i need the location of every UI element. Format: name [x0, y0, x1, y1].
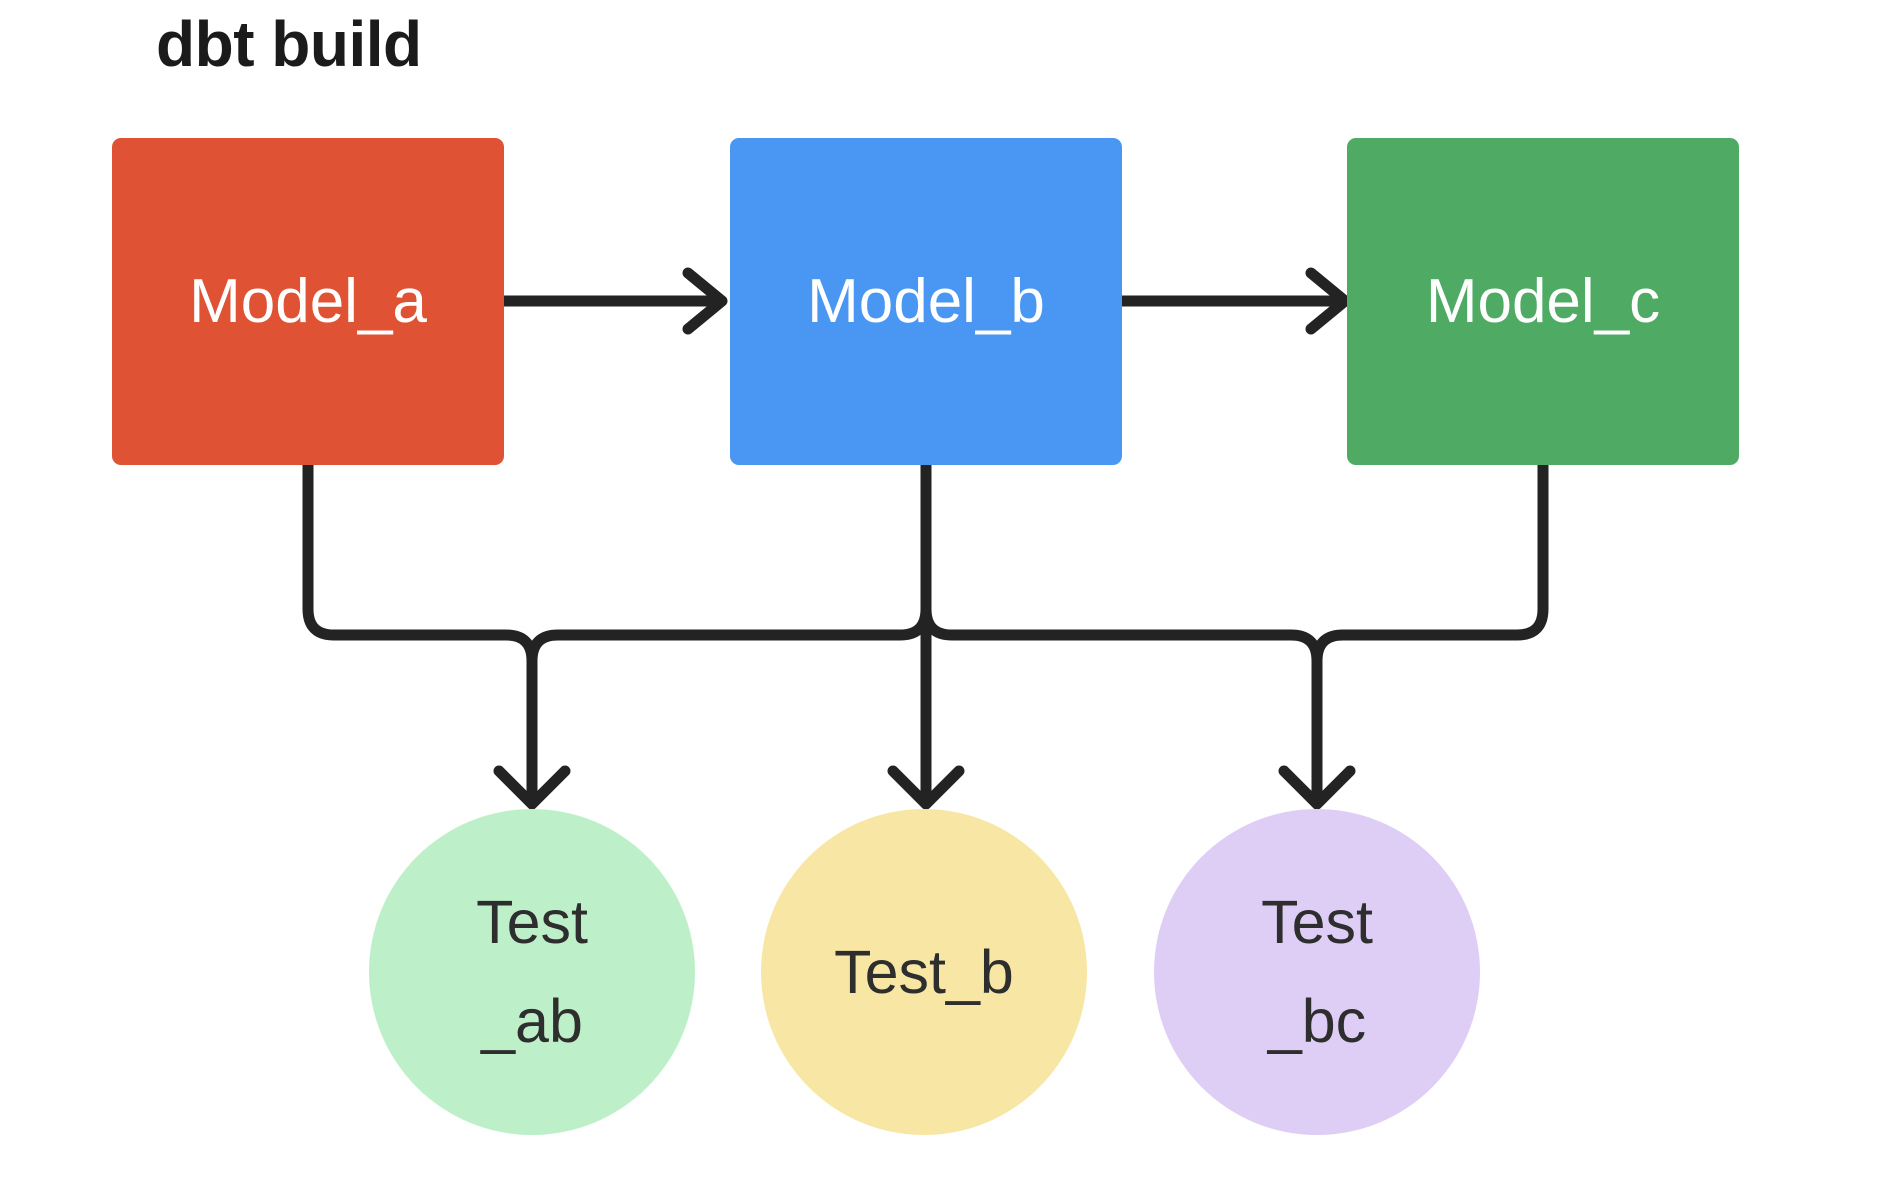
arrow-model-a-to-model-b-head	[682, 267, 728, 335]
diagram-title: dbt build	[156, 8, 422, 80]
node-model-a: Model_a	[112, 138, 504, 465]
connector-model-c-to-test-bc	[1311, 459, 1549, 807]
node-model-b: Model_b	[730, 138, 1122, 465]
connector-model-b-to-test-bc	[920, 459, 1323, 807]
node-test-ab-label-line2: _ab	[481, 987, 583, 1055]
node-test-b-label-line1: Test_b	[834, 937, 1014, 1006]
node-model-c: Model_c	[1347, 138, 1739, 465]
node-test-bc-label-line2: _bc	[1267, 987, 1367, 1055]
connector-model-b-to-test-ab	[526, 459, 932, 807]
arrowhead-test-bc	[1278, 765, 1356, 810]
node-model-a-label: Model_a	[189, 267, 427, 336]
arrow-model-b-to-model-c-head	[1305, 267, 1351, 335]
node-test-ab-label-line1: Test	[476, 888, 588, 956]
node-model-c-label: Model_c	[1425, 267, 1661, 336]
arrowhead-test-b	[887, 765, 965, 810]
node-test-bc: Test _bc	[1154, 809, 1480, 1135]
connector-model-a-to-test-ab	[302, 459, 538, 807]
node-model-b-label: Model_b	[807, 267, 1045, 336]
node-test-bc-label-line1: Test	[1261, 888, 1373, 956]
node-test-ab: Test _ab	[369, 809, 695, 1135]
node-test-b: Test_b	[761, 809, 1087, 1135]
arrowhead-test-ab	[493, 765, 571, 810]
